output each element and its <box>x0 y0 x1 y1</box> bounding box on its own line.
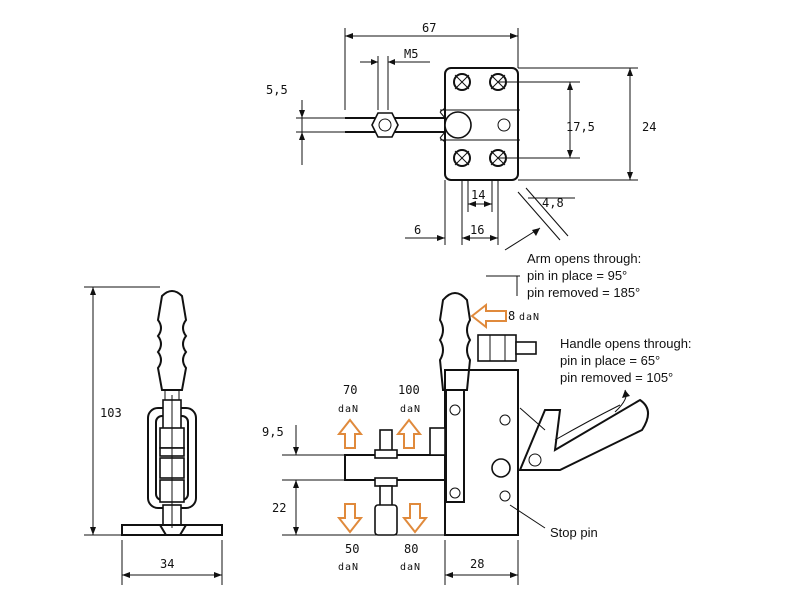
dim-67: 67 <box>422 21 436 35</box>
top-view: 67 M5 5,5 <box>266 21 656 251</box>
arrow-side-icon <box>470 302 507 330</box>
dim-4-8: 4,8 <box>542 196 564 210</box>
dim-103: 103 <box>100 406 122 420</box>
force-down-right-unit: daN <box>400 562 421 573</box>
side-view-left: 103 34 <box>84 286 223 585</box>
arrow-up-left-icon <box>336 418 364 449</box>
dim-16: 16 <box>470 223 484 237</box>
arm-note-title: Arm opens through: <box>527 251 641 266</box>
dim-24: 24 <box>642 120 656 134</box>
force-down-right-value: 80 <box>404 542 418 556</box>
dim-5-5: 5,5 <box>266 83 288 97</box>
stop-pin-label: Stop pin <box>550 525 598 540</box>
force-arrows <box>336 302 507 534</box>
arm-opening-note: Arm opens through: pin in place = 95° pi… <box>527 251 641 300</box>
force-side-unit: daN <box>519 312 540 323</box>
force-up-left-value: 70 <box>343 383 357 397</box>
dim-28: 28 <box>470 557 484 571</box>
arrow-up-right-icon <box>395 418 423 449</box>
arm-note-pin-removed: pin removed = 185° <box>527 285 640 300</box>
dim-17-5: 17,5 <box>566 120 595 134</box>
dim-22: 22 <box>272 501 286 515</box>
front-view: 9,5 22 <box>262 292 649 585</box>
handle-opening-note: Handle opens through: pin in place = 65°… <box>560 336 692 385</box>
force-up-left-unit: daN <box>338 404 359 415</box>
force-down-left-unit: daN <box>338 562 359 573</box>
dim-34: 34 <box>160 557 174 571</box>
force-up-right-value: 100 <box>398 383 420 397</box>
force-down-left-value: 50 <box>345 542 359 556</box>
dim-9-5: 9,5 <box>262 425 284 439</box>
force-side-value: 8 <box>508 309 515 323</box>
handle-note-pin-removed: pin removed = 105° <box>560 370 673 385</box>
dim-14: 14 <box>471 188 485 202</box>
arrow-down-right-icon <box>401 503 429 534</box>
dim-m5: M5 <box>404 47 418 61</box>
handle-note-title: Handle opens through: <box>560 336 692 351</box>
handle-note-pin-in: pin in place = 65° <box>560 353 660 368</box>
dim-6: 6 <box>414 223 421 237</box>
force-up-right-unit: daN <box>400 404 421 415</box>
arm-note-pin-in: pin in place = 95° <box>527 268 627 283</box>
arrow-down-left-icon <box>336 503 364 534</box>
